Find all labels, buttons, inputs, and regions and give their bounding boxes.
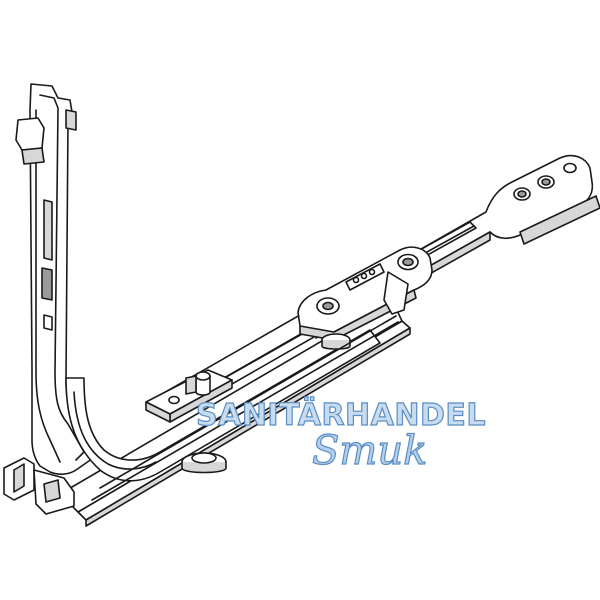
corner-pivot-block	[3, 457, 75, 515]
corner-stay-bracket	[3, 83, 600, 527]
watermark-logo: SANITÄRHANDEL Smuk	[195, 397, 486, 478]
watermark-line-2: Smuk	[311, 427, 428, 474]
stay-arm-holes	[513, 162, 577, 201]
locking-block	[145, 369, 233, 423]
hole-3	[563, 162, 577, 174]
inner-rail-lines	[91, 315, 399, 501]
link-plate	[297, 246, 433, 341]
watermark-line-1: SANITÄRHANDEL	[195, 397, 486, 433]
vertical-arm	[15, 83, 97, 475]
